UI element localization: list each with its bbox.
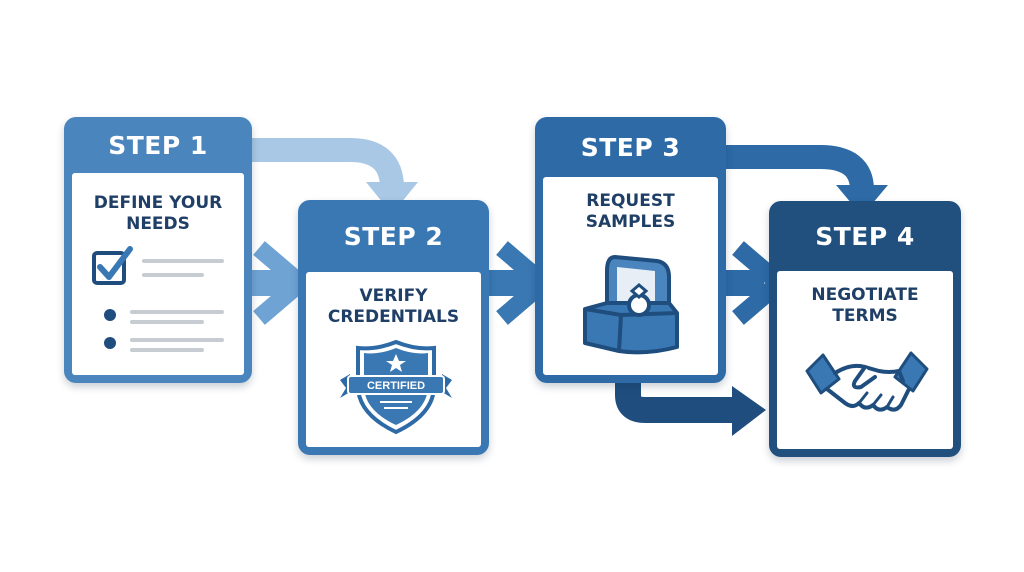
step-1-title-line-1: DEFINE YOUR (93, 193, 223, 213)
curved-arrow-1-to-2 (250, 138, 418, 214)
step-3-body: REQUEST SAMPLES (543, 177, 718, 375)
step-4-card: STEP 4 NEGOTIATE TERMS (769, 201, 961, 457)
step-2-title: VERIFY CREDENTIALS (306, 286, 481, 328)
step-4-title-line-1: NEGOTIATE (811, 285, 919, 305)
step-1-title: DEFINE YOUR NEEDS (72, 193, 244, 235)
step-2-card: STEP 2 VERIFY CREDENTIALS CERTIFIED (298, 200, 489, 455)
step-3-title-line-2: SAMPLES (585, 212, 676, 232)
step-1-title-line-2: NEEDS (126, 214, 190, 234)
step-4-title-line-2: TERMS (832, 306, 898, 326)
curved-arrow-3-to-4 (722, 145, 888, 216)
step-2-title-line-1: VERIFY (359, 286, 428, 306)
checklist-icon (92, 246, 224, 352)
step-4-title: NEGOTIATE TERMS (777, 285, 953, 327)
badge-label: CERTIFIED (367, 380, 425, 392)
step-2-body: VERIFY CREDENTIALS CERTIFIED (306, 272, 481, 447)
bent-arrow-3-to-4 (615, 375, 766, 436)
step-1-card: STEP 1 DEFINE YOUR NEEDS (64, 117, 252, 383)
step-1-label: STEP 1 (108, 130, 208, 160)
step-2-label: STEP 2 (343, 221, 444, 251)
step-4-label: STEP 4 (815, 221, 915, 251)
handshake-icon (805, 351, 929, 412)
step-3-title: REQUEST SAMPLES (543, 191, 718, 233)
step-4-body: NEGOTIATE TERMS (777, 271, 953, 449)
step-3-title-line-1: REQUEST (586, 191, 675, 211)
ring-box-icon (583, 255, 679, 355)
step-3-label: STEP 3 (580, 132, 681, 162)
step-3-card: STEP 3 REQUEST SAMPLES (535, 117, 726, 383)
step-1-body: DEFINE YOUR NEEDS (72, 173, 244, 375)
step-2-title-line-2: CREDENTIALS (327, 307, 460, 327)
certified-badge-icon: CERTIFIED (340, 339, 452, 435)
